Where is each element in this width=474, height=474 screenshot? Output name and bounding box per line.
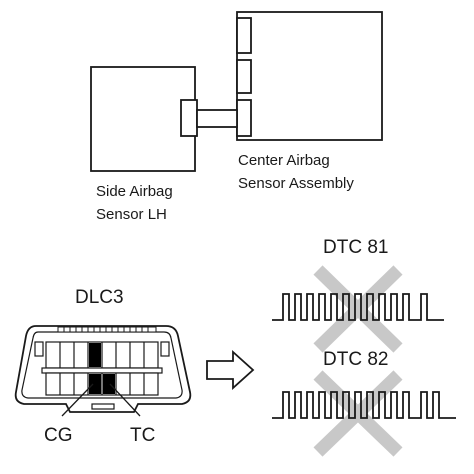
terminal-tc-highlight (103, 374, 115, 394)
lower-pin-row (45, 372, 159, 396)
side-sensor-label-1: Side Airbag (96, 183, 173, 200)
arrow-right-icon (206, 349, 255, 391)
dtc-82-label: DTC 82 (323, 349, 388, 370)
side-airbag-sensor (90, 66, 198, 172)
terminal-cg-label: CG (44, 425, 73, 446)
connector-slot (236, 17, 252, 54)
center-airbag-sensor (236, 11, 383, 141)
upper-pin-row (45, 341, 159, 369)
bottom-notch (91, 403, 115, 410)
side-sensor-label-2: Sensor LH (96, 206, 167, 223)
connector-slot (236, 59, 252, 94)
wire-harness (196, 109, 238, 128)
side-tab (34, 341, 44, 357)
center-sensor-label-2: Sensor Assembly (238, 175, 354, 192)
dtc-81-waveform (272, 293, 444, 321)
side-tab (160, 341, 170, 357)
cg-leader (61, 383, 94, 417)
connector-plug (180, 99, 198, 137)
terminal-cg-highlight (89, 374, 101, 394)
cross-mark-icon (313, 265, 403, 353)
terminal-upper-highlight (89, 343, 101, 367)
cross-mark-icon (313, 370, 403, 457)
center-rib (41, 367, 163, 374)
dtc-82-waveform (272, 391, 456, 419)
terminal-tc-label: TC (130, 425, 155, 446)
center-sensor-label-1: Center Airbag (238, 152, 330, 169)
dlc3-connector (14, 325, 192, 417)
dlc3-title: DLC3 (75, 287, 124, 308)
dtc-81-label: DTC 81 (323, 237, 388, 258)
connector-slot (236, 99, 252, 137)
tc-leader (109, 383, 141, 417)
top-teeth (57, 326, 157, 333)
